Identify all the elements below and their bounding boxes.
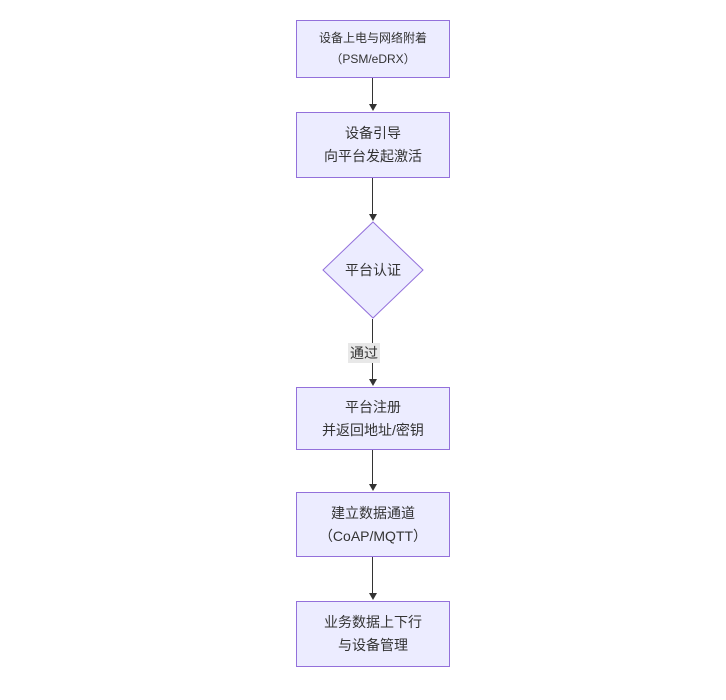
node-label-line2: （CoAP/MQTT）: [318, 527, 428, 544]
arrowhead-icon: [368, 104, 377, 111]
node-power-attach: 设备上电与网络附着 （PSM/eDRX）: [296, 20, 450, 78]
node-label-line1: 建立数据通道: [331, 504, 415, 521]
arrow-shaft: [372, 450, 373, 484]
node-platform-register: 平台注册 并返回地址/密钥: [296, 387, 450, 450]
arrowhead-icon: [368, 484, 377, 491]
arrowhead-icon: [368, 593, 377, 600]
node-label-line2: 与设备管理: [338, 637, 408, 653]
arrow-bootstrap-to-auth: [368, 178, 377, 221]
node-bootstrap-activate: 设备引导 向平台发起激活: [296, 112, 450, 178]
node-label-line1: 设备引导: [345, 125, 401, 141]
arrow-shaft: [372, 78, 373, 104]
arrow-shaft: [372, 557, 373, 593]
node-label-line2: 并返回地址/密钥: [322, 421, 424, 438]
arrow-power-to-bootstrap: [368, 78, 377, 111]
node-label-line2: （PSM/eDRX）: [330, 52, 416, 66]
node-business-data: 业务数据上下行 与设备管理: [296, 601, 450, 667]
node-label-line2: 向平台发起激活: [324, 148, 422, 164]
arrowhead-icon: [368, 379, 377, 386]
arrowhead-icon: [368, 214, 377, 221]
arrow-channel-to-business: [368, 557, 377, 600]
node-data-channel: 建立数据通道 （CoAP/MQTT）: [296, 492, 450, 557]
edge-label-pass: 通过: [348, 343, 380, 363]
node-label-line1: 设备上电与网络附着: [318, 31, 427, 45]
arrow-register-to-channel: [368, 450, 377, 491]
node-label-line1: 平台注册: [345, 398, 401, 415]
diamond-shape: [322, 221, 424, 319]
arrow-shaft: [372, 178, 373, 214]
node-label-line1: 平台认证: [345, 262, 401, 278]
node-label-line1: 业务数据上下行: [324, 614, 422, 630]
node-platform-auth: 平台认证: [322, 221, 424, 319]
